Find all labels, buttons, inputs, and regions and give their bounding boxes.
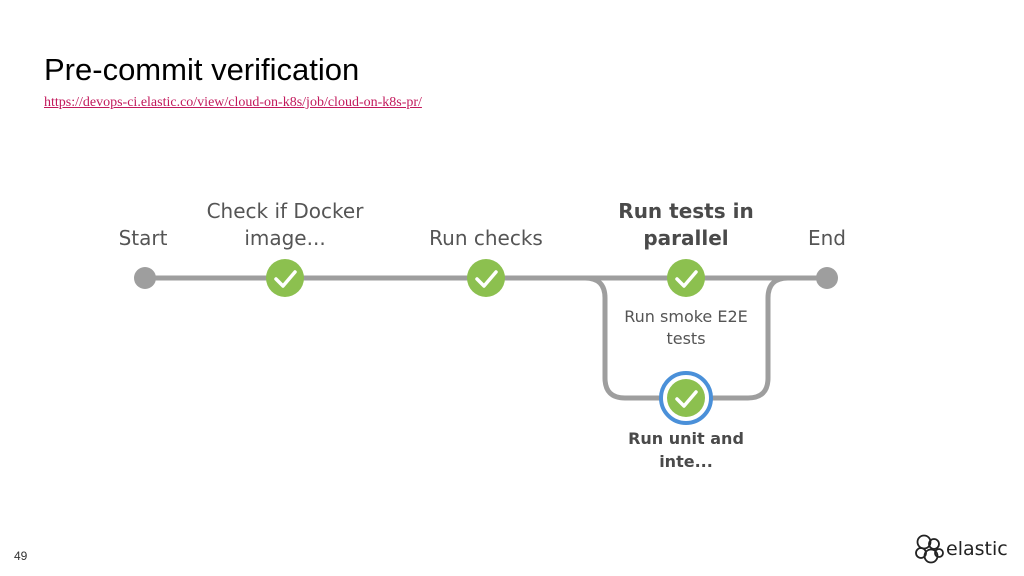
stage-label-check-docker-line1: Check if Docker bbox=[207, 199, 365, 223]
branch-label-unit-line2: inte... bbox=[659, 452, 713, 471]
branch-label-unit-line1: Run unit and bbox=[628, 429, 744, 448]
run-unit-integration-node[interactable] bbox=[659, 371, 713, 425]
check-icon bbox=[274, 270, 297, 288]
check-icon bbox=[675, 390, 698, 408]
run-smoke-e2e-node[interactable] bbox=[667, 259, 705, 297]
run-checks-node[interactable] bbox=[467, 259, 505, 297]
elastic-brand: elastic bbox=[912, 533, 1012, 567]
check-docker-image-node[interactable] bbox=[266, 259, 304, 297]
success-circle bbox=[667, 379, 705, 417]
brand-name: elastic bbox=[946, 538, 1008, 560]
start-node[interactable] bbox=[134, 267, 156, 289]
stage-label-parallel-line1: Run tests in bbox=[618, 199, 753, 223]
stage-label-start: Start bbox=[119, 226, 168, 250]
elastic-logo-icon bbox=[915, 534, 944, 564]
stage-label-end: End bbox=[808, 226, 846, 250]
pipeline-url-link[interactable]: https://devops-ci.elastic.co/view/cloud-… bbox=[44, 95, 422, 110]
stage-label-parallel-line2: parallel bbox=[643, 226, 728, 250]
page-number: 49 bbox=[14, 549, 28, 563]
success-circle bbox=[467, 259, 505, 297]
pipeline-graph: Start Check if Docker image... Run check… bbox=[119, 199, 846, 471]
stage-label-check-docker-line2: image... bbox=[244, 226, 325, 250]
success-circle bbox=[667, 259, 705, 297]
branch-label-smoke-line2: tests bbox=[666, 329, 705, 348]
slide-title: Pre-commit verification bbox=[44, 52, 360, 87]
end-node[interactable] bbox=[816, 267, 838, 289]
check-icon bbox=[675, 270, 698, 288]
success-circle bbox=[266, 259, 304, 297]
branch-label-smoke-line1: Run smoke E2E bbox=[624, 307, 748, 326]
check-icon bbox=[475, 270, 498, 288]
stage-label-run-checks: Run checks bbox=[429, 226, 543, 250]
